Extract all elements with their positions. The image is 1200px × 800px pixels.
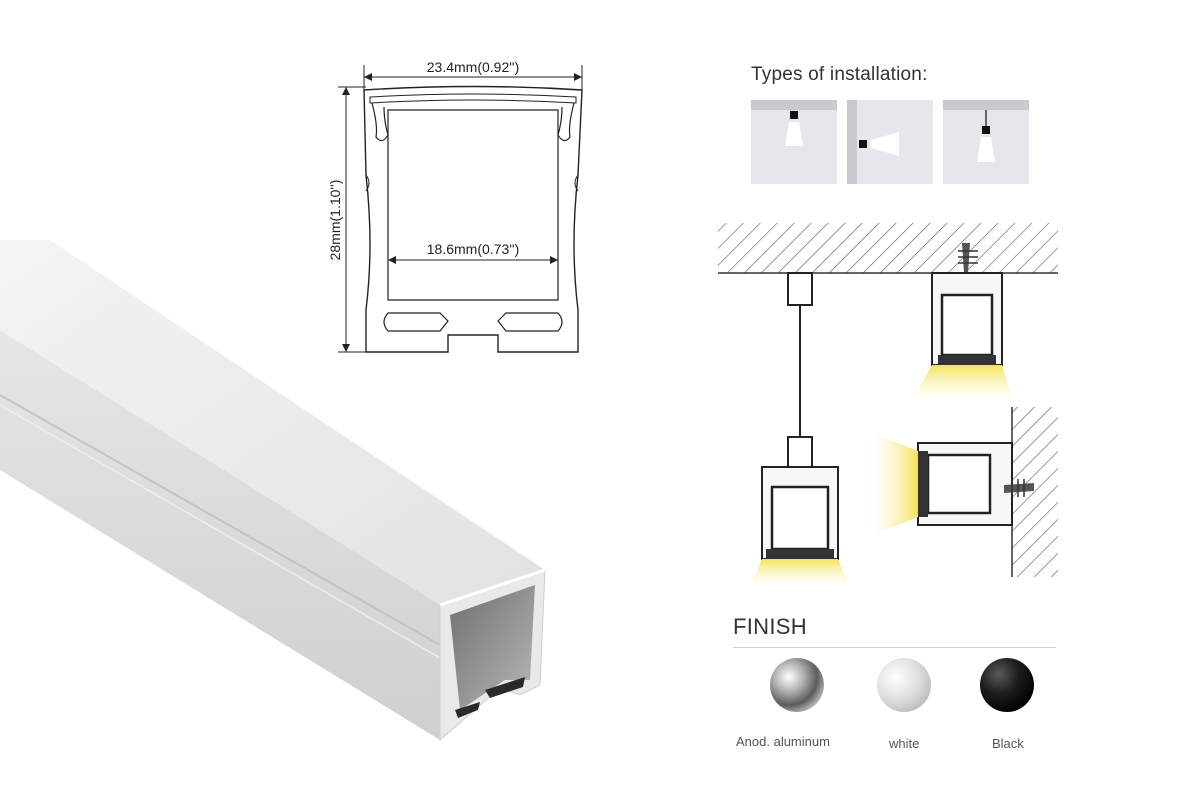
wall-mounted-profile — [878, 435, 1034, 533]
outer-width-label: 23.4mm(0.92'') — [427, 59, 520, 75]
installation-drawing — [718, 223, 1058, 583]
bottom-channel — [383, 312, 449, 332]
height-label: 28mm(1.10'') — [327, 180, 343, 261]
finish-label-black: Black — [992, 736, 1024, 751]
inner-width-label: 18.6mm(0.73'') — [427, 241, 520, 257]
profile-outline — [363, 85, 583, 353]
inner-cavity — [387, 109, 559, 301]
wall — [1011, 407, 1058, 577]
cross-section-drawing: 23.4mm(0.92'') 28mm(1.10'') 18.6mm(0.73'… — [327, 59, 583, 353]
arrow-head — [550, 256, 558, 264]
ceiling — [718, 223, 1058, 274]
arrow-head — [364, 73, 372, 81]
finish-divider — [733, 647, 1056, 648]
installation-title: Types of installation: — [751, 64, 928, 85]
profile-inner-cavity — [450, 585, 535, 710]
finish-swatch-white — [877, 658, 931, 712]
finish-label-white: white — [889, 736, 920, 751]
bottom-clip-slot — [455, 702, 480, 718]
finish-swatch-black — [980, 658, 1034, 712]
diffuser-edge — [439, 568, 546, 607]
arrow-head — [342, 87, 350, 95]
ceiling-mounted-profile — [914, 243, 1012, 397]
ceiling-mounted-icon — [751, 100, 837, 184]
profile-side-face — [0, 330, 440, 740]
wall-mounted-icon — [847, 100, 933, 184]
profile-photo — [0, 240, 546, 742]
bottom-clip-slot — [485, 677, 525, 698]
bottom-channel — [497, 312, 563, 332]
pendant-icon — [943, 100, 1029, 184]
arrow-head — [388, 256, 396, 264]
arrow-head — [574, 73, 582, 81]
right-clip-hook — [557, 102, 575, 142]
diffuser-lip — [369, 93, 577, 104]
side-notch — [365, 174, 370, 192]
finish-swatch-aluminum — [770, 658, 824, 712]
left-clip-hook — [371, 102, 389, 142]
pendant-profile — [752, 272, 848, 583]
finish-label-aluminum: Anod. aluminum — [736, 734, 830, 749]
arrow-head — [342, 344, 350, 352]
side-groove — [0, 394, 441, 646]
diffuser-top-face — [0, 240, 545, 605]
finish-title: FINISH — [733, 614, 807, 639]
side-notch — [574, 174, 579, 192]
side-groove — [0, 404, 441, 659]
